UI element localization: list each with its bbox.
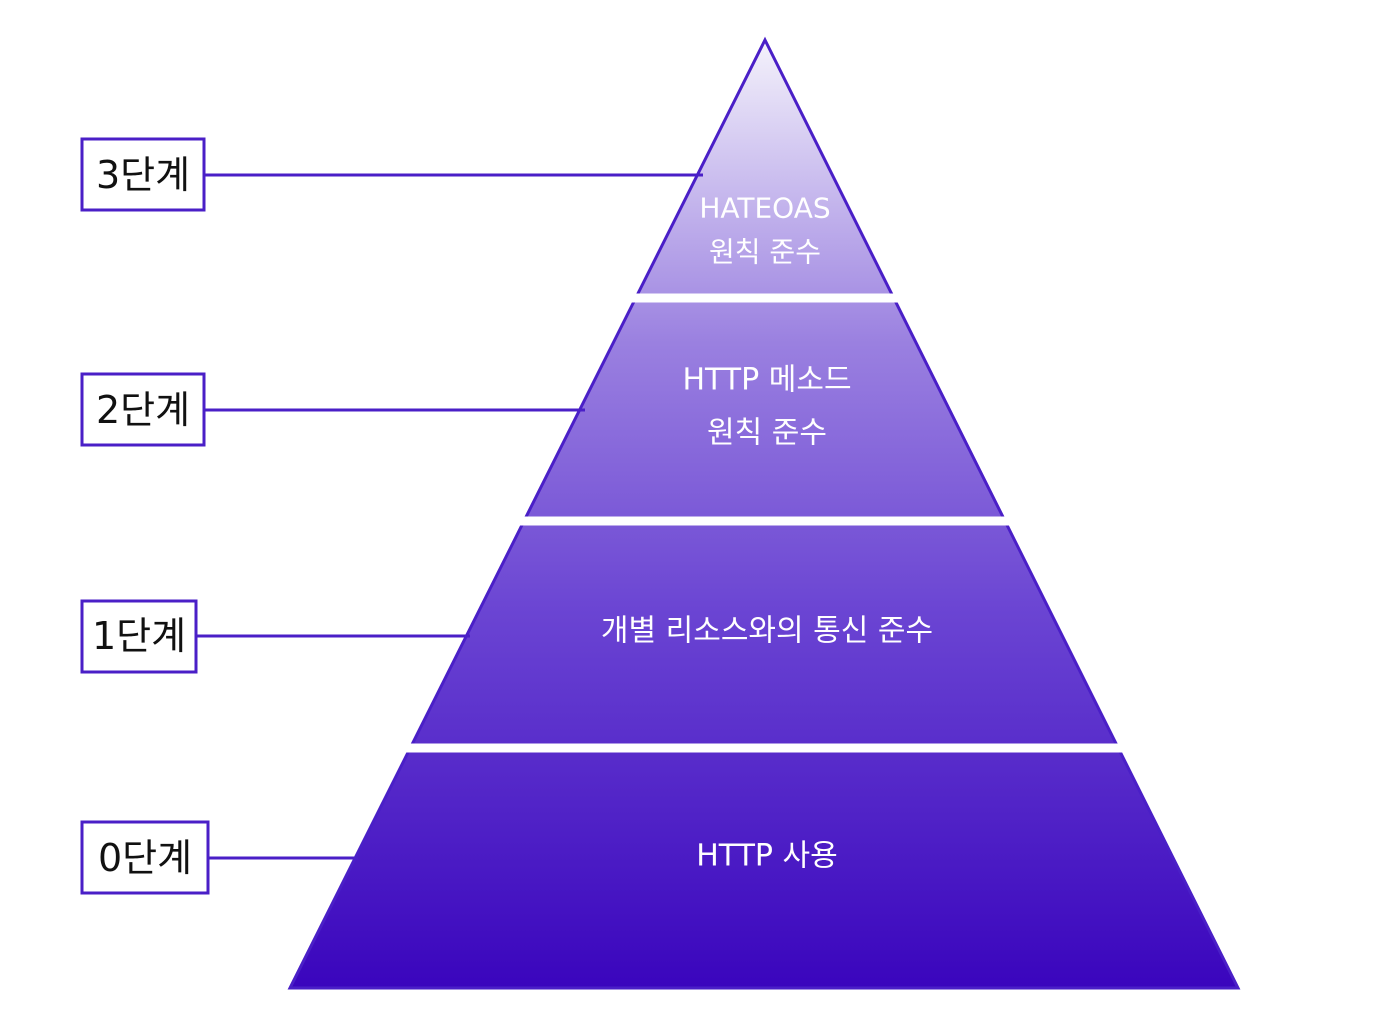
tier-1-line-1: 개별 리소스와의 통신 준수	[601, 614, 933, 649]
level-3-label-box: 3단계	[80, 137, 206, 212]
tier-2-text: HTTP 메소드 원칙 준수	[682, 363, 851, 451]
tier-3-text: HATEOAS 원칙 준수	[699, 192, 830, 269]
level-3-label: 3단계	[96, 153, 190, 197]
level-1-label: 1단계	[92, 614, 186, 658]
level-2-label: 2단계	[96, 388, 190, 432]
level-2-label-box: 2단계	[80, 372, 206, 447]
level-0-label-box: 0단계	[80, 820, 210, 895]
tier-0-text: HTTP 사용	[696, 839, 838, 874]
tier-3-line-1: HATEOAS	[699, 192, 830, 225]
tier-2-line-2: 원칙 준수	[707, 416, 827, 451]
tier-1-text: 개별 리소스와의 통신 준수	[601, 614, 933, 649]
tier-0-line-1: HTTP 사용	[696, 839, 838, 874]
level-0-label: 0단계	[98, 836, 192, 880]
tier-3-line-2: 원칙 준수	[709, 236, 821, 269]
tier-2-line-1: HTTP 메소드	[682, 363, 851, 398]
level-1-label-box: 1단계	[80, 599, 198, 674]
